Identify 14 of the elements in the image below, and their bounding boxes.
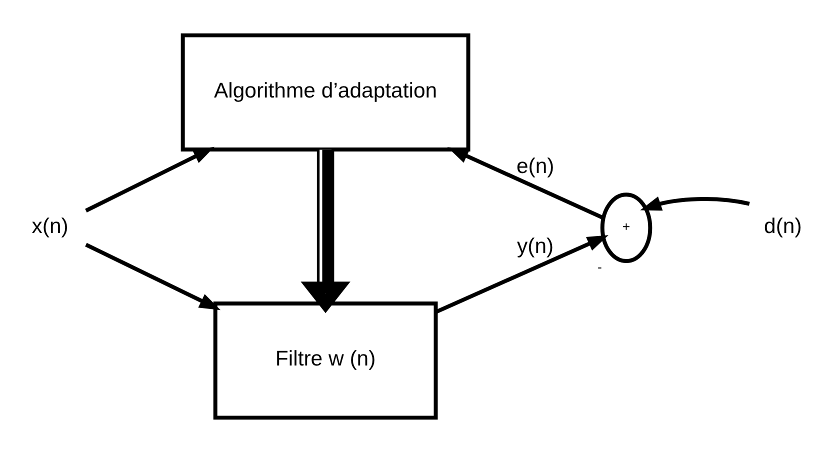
node-box: Algorithme d’adaptation — [180, 32, 470, 151]
arrow — [85, 146, 214, 212]
arrow — [300, 149, 350, 313]
node-text: x(n) — [32, 213, 68, 238]
arrow — [640, 196, 750, 210]
node-ellipse: + — [600, 192, 652, 263]
node-box: Filtre w (n) — [213, 301, 438, 420]
arrow — [85, 242, 221, 310]
node-text: d(n) — [764, 213, 802, 238]
edge-label: e(n) — [516, 154, 554, 178]
arrow — [447, 146, 604, 220]
arrow — [434, 234, 608, 314]
node-label: - — [598, 259, 602, 274]
edge-label: y(n) — [517, 233, 554, 258]
